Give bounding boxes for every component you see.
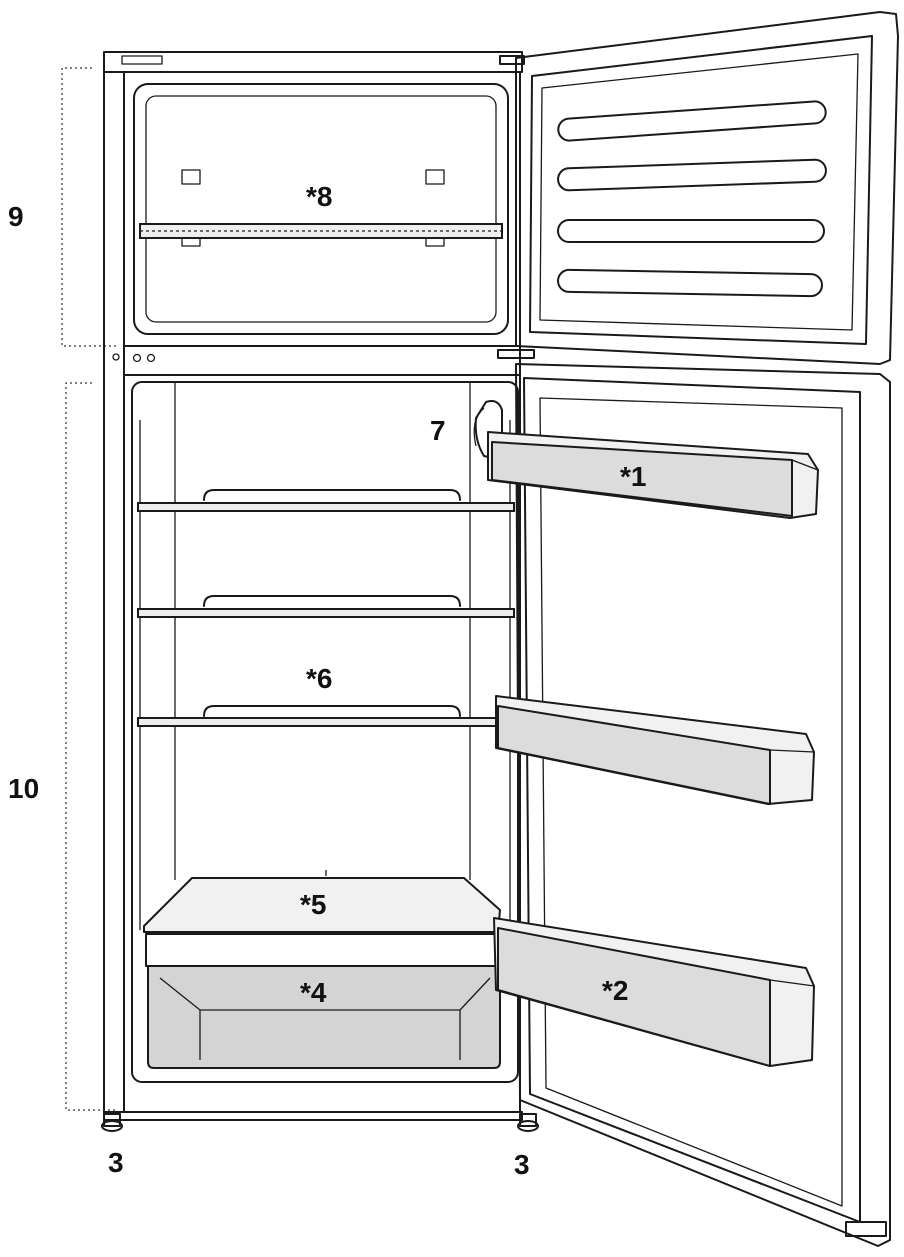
label-fridge-shelves: *6 (306, 663, 332, 694)
foot-left (101, 1113, 123, 1132)
door-bin-top (487, 431, 819, 519)
label-crisper: *4 (300, 977, 327, 1008)
door-bin-bottom (493, 917, 815, 1067)
fridge-shelf-2 (137, 595, 515, 618)
crisper-cover (143, 877, 501, 933)
cabinet (103, 51, 523, 1121)
label-crisper-cover: *5 (300, 889, 326, 920)
fridge-section-bracket (65, 382, 118, 1111)
label-door-shelf-top: *1 (620, 461, 646, 492)
door-bin-middle (495, 695, 815, 805)
shelf-clip (181, 169, 201, 185)
freezer-wire-shelf (139, 223, 503, 239)
label-foot-right: 3 (514, 1149, 530, 1180)
shelf-clip (425, 169, 445, 185)
label-freezer-section: 9 (8, 201, 24, 232)
label-freezer-shelf: *8 (306, 181, 332, 212)
freezer-section-bracket (61, 67, 118, 347)
label-thermostat: 7 (430, 415, 446, 446)
freezer-door (497, 11, 899, 365)
label-foot-left: 3 (108, 1147, 124, 1178)
fridge-door (515, 363, 891, 1247)
fridge-shelf-3 (137, 705, 515, 727)
fridge-shelf-1 (137, 489, 515, 512)
freezer-compartment (133, 83, 509, 335)
foot-right (517, 1113, 539, 1132)
label-fridge-section: 10 (8, 773, 39, 804)
label-door-shelf-bottom: *2 (602, 975, 628, 1006)
